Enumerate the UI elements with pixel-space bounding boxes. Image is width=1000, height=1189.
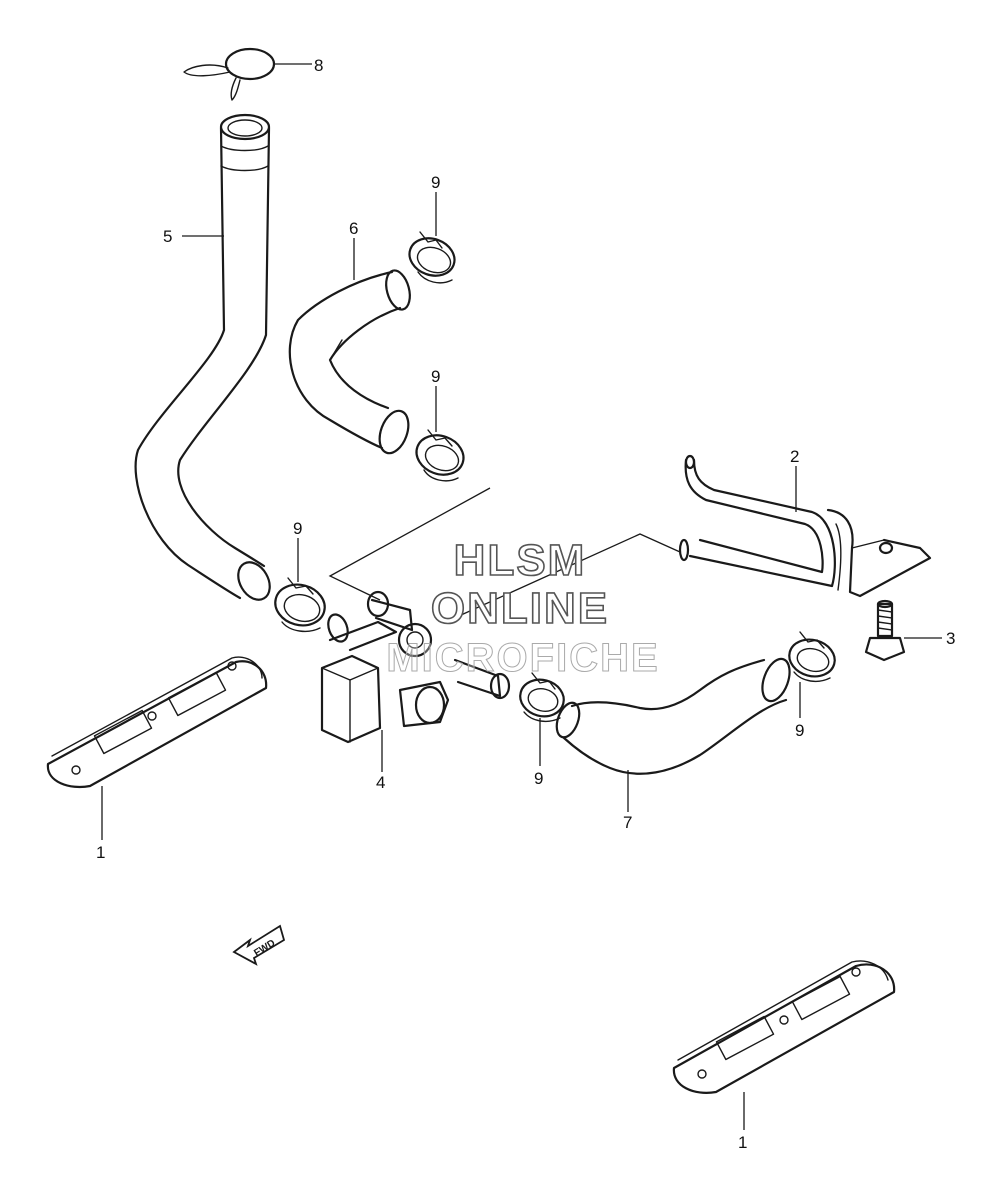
callout-9: 9 — [431, 173, 440, 192]
callout-2: 2 — [790, 447, 799, 466]
callout-1: 1 — [738, 1133, 747, 1152]
callout-3: 3 — [946, 629, 955, 648]
watermark-line-1: HLSM — [453, 535, 587, 586]
clamp-part-9-lower — [519, 672, 565, 723]
hose-part-7 — [555, 657, 791, 775]
pad-part-1-right — [672, 960, 896, 1094]
pad-part-1-left — [46, 656, 268, 789]
hose-part-6 — [288, 269, 411, 455]
assembly-line-upper — [328, 487, 491, 601]
callout-4: 4 — [376, 773, 385, 792]
callout-5: 5 — [163, 227, 172, 246]
callout-9: 9 — [431, 367, 440, 386]
callout-9: 9 — [795, 721, 804, 740]
hose-part-5 — [134, 113, 271, 601]
valve-part-4 — [320, 590, 511, 744]
bolt-part-3 — [864, 599, 906, 662]
leader-lines — [101, 63, 942, 1130]
watermark-line-3: MICROFICHE — [386, 636, 660, 681]
fwd-arrow-icon: FWD — [232, 924, 286, 966]
clamp-part-9-middle — [415, 429, 465, 482]
pipe-part-2 — [678, 454, 932, 598]
callout-8: 8 — [314, 56, 323, 75]
assembly-line-mid — [449, 533, 681, 621]
callout-9: 9 — [534, 769, 543, 788]
callout-7: 7 — [623, 813, 632, 832]
callout-9: 9 — [293, 519, 302, 538]
clamp-part-9-left — [274, 577, 326, 633]
clip-part-8 — [183, 47, 276, 101]
watermark-line-2: ONLINE — [430, 583, 610, 634]
callout-6: 6 — [349, 219, 358, 238]
clamp-part-9-right — [788, 631, 836, 683]
callout-1: 1 — [96, 843, 105, 862]
clamp-part-9-top — [408, 231, 456, 284]
